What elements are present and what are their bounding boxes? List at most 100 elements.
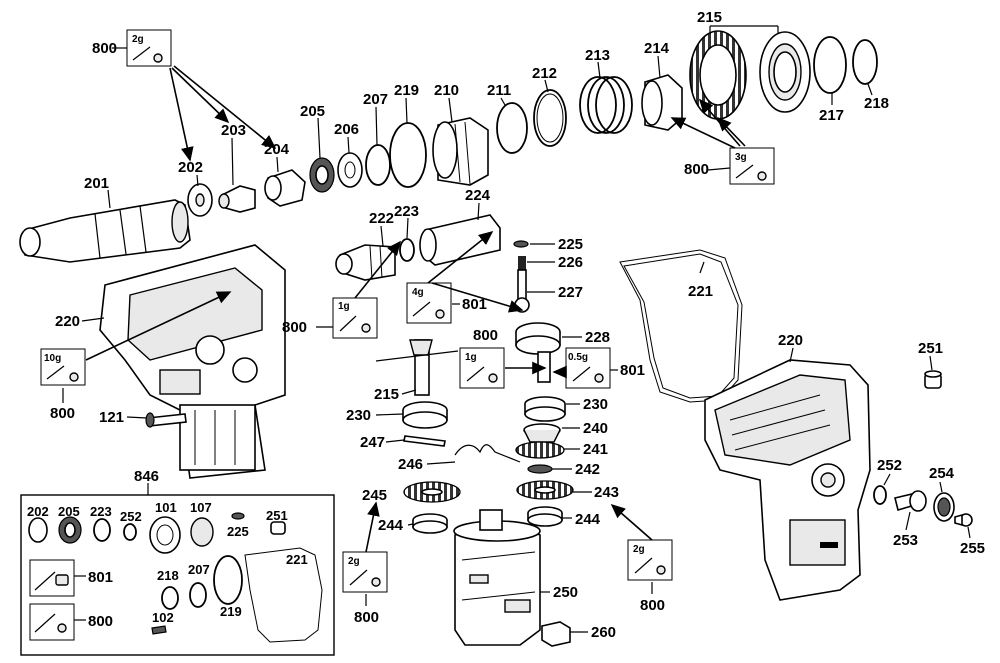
kit-label-218: 218 [157, 568, 179, 583]
bearing-230-left [402, 401, 448, 429]
callout-252: 252 [877, 457, 902, 474]
gear-housing-220-right [704, 359, 871, 601]
callout-121: 121 [99, 409, 124, 426]
callout-800-a: 800 [92, 40, 117, 57]
grease-box-4g: 4g [406, 282, 452, 324]
grease-box-0-5g: 0.5g [565, 347, 611, 389]
callout-255: 255 [960, 540, 985, 557]
kit-label-223: 223 [90, 504, 112, 519]
washer-254 [933, 492, 955, 522]
callout-225: 225 [558, 236, 583, 253]
callout-220-left: 220 [55, 313, 80, 330]
part-203 [218, 185, 256, 213]
spindle-201 [19, 199, 191, 263]
shaft-215 [409, 339, 433, 396]
callout-801-a: 801 [462, 296, 487, 313]
part-214 [641, 74, 683, 131]
kit-label-101: 101 [155, 500, 177, 515]
o-ring-252 [873, 485, 887, 505]
kit-label-207: 207 [188, 562, 210, 577]
grease-amount: 3g [735, 152, 747, 163]
kit-box-846 [20, 483, 335, 656]
cylinder-224 [419, 214, 501, 266]
callout-801-b: 801 [620, 362, 645, 379]
grease-box-2g-right: 2g [627, 539, 673, 581]
grease-box-3g: 3g [729, 147, 775, 185]
gear-240 [523, 423, 561, 443]
grease-amount: 4g [412, 287, 424, 298]
callout-245: 245 [362, 487, 387, 504]
callout-230-b: 230 [583, 396, 608, 413]
motor-250 [453, 509, 541, 646]
gear-241 [515, 441, 565, 459]
callout-254: 254 [929, 465, 955, 482]
grease-amount: 1g [465, 352, 477, 363]
kit-label-107: 107 [190, 500, 212, 515]
callout-240: 240 [583, 420, 608, 437]
gear-243 [516, 480, 574, 500]
kit-label-801: 801 [88, 569, 113, 586]
callout-222: 222 [369, 210, 394, 227]
callout-800-c: 800 [282, 319, 307, 336]
callout-247: 247 [360, 434, 385, 451]
bearing-205 [309, 157, 335, 193]
callout-244-b: 244 [575, 511, 601, 528]
callout-800-d: 800 [473, 327, 498, 344]
callout-217: 217 [819, 107, 844, 124]
callout-244-a: 244 [378, 517, 404, 534]
ring-207 [365, 144, 391, 186]
callout-202: 202 [178, 159, 203, 176]
grease-amount: 2g [348, 556, 360, 567]
callout-218: 218 [864, 95, 889, 112]
part-222 [335, 244, 396, 281]
callout-253: 253 [893, 532, 918, 549]
callout-243: 243 [594, 484, 619, 501]
part-260 [541, 621, 571, 647]
callout-846: 846 [134, 468, 159, 485]
callout-241: 241 [583, 441, 608, 458]
needle-bearing-210 [432, 117, 489, 186]
o-ring-223 [399, 238, 415, 262]
kit-label-219: 219 [220, 604, 242, 619]
kit-label-800: 800 [88, 613, 113, 630]
callout-800-e: 800 [50, 405, 75, 422]
callout-210: 210 [434, 82, 459, 99]
callout-203: 203 [221, 122, 246, 139]
grease-amount: 10g [44, 353, 61, 364]
kit-label-205: 205 [58, 504, 80, 519]
gear-215 [689, 30, 747, 120]
bearing-244-left [412, 513, 448, 534]
bolt-253 [894, 490, 927, 512]
callout-212: 212 [532, 65, 557, 82]
ring-211 [496, 102, 528, 154]
spring-226 [518, 256, 526, 270]
gear-245 [403, 481, 461, 503]
callout-206: 206 [334, 121, 359, 138]
callout-223: 223 [394, 203, 419, 220]
plug-251 [924, 370, 942, 389]
grease-amount: 2g [132, 34, 144, 45]
callout-800-f: 800 [354, 609, 379, 626]
pin-247 [403, 435, 446, 447]
crank-228 [515, 322, 561, 383]
callout-800-g: 800 [640, 597, 665, 614]
callout-800-b: 800 [684, 161, 709, 178]
callout-260: 260 [591, 624, 616, 641]
screw-255 [954, 513, 973, 527]
callout-226: 226 [558, 254, 583, 271]
callout-211: 211 [487, 82, 511, 99]
ring-218 [852, 39, 878, 85]
grease-box-1g-b: 1g [459, 347, 505, 389]
callout-228: 228 [585, 329, 610, 346]
grease-amount: 0.5g [568, 352, 588, 363]
callout-214: 214 [644, 40, 670, 57]
bearing-244-right [527, 506, 563, 527]
grease-box-10g: 10g [40, 348, 86, 386]
callout-250: 250 [553, 584, 578, 601]
grease-box-1g-a: 1g [332, 297, 378, 339]
gear-housing-220-left [99, 244, 286, 479]
callout-246: 246 [398, 456, 423, 473]
callout-220-right: 220 [778, 332, 803, 349]
kit-label-225: 225 [227, 524, 249, 539]
